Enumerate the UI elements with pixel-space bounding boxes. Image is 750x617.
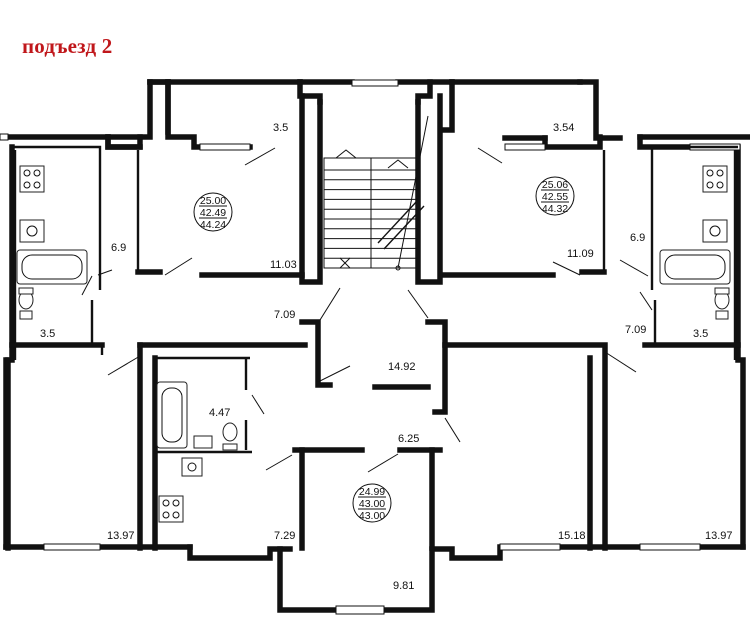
area-r-main-room: 11.09 [567, 248, 594, 260]
area-r-kitchen-top: 6.9 [630, 232, 645, 244]
area-hall-center: 6.25 [398, 433, 419, 445]
apt-right-living: 25.06 [542, 179, 568, 191]
area-r-upper-room: 3.54 [553, 122, 574, 134]
apt-right-total: 42.55 [542, 191, 568, 203]
area-landing: 14.92 [388, 361, 416, 373]
area-l-bath-top: 3.5 [40, 328, 55, 340]
apartment-markers: 25.00 42.49 44.24 25.06 42.55 44.32 24.9… [193, 176, 575, 523]
area-l-main-room: 11.03 [270, 259, 297, 271]
area-l-upper-room: 3.5 [273, 122, 288, 134]
apt-right-full: 44.32 [542, 203, 568, 215]
area-bottom-room-center: 9.81 [393, 580, 414, 592]
area-l-hall: 7.09 [274, 309, 295, 321]
apt-left-living: 25.00 [200, 195, 226, 207]
apt-center-full: 43.00 [359, 510, 385, 522]
area-r-hall: 7.09 [625, 324, 646, 336]
area-l-bottom-room: 13.97 [107, 530, 135, 542]
apt-right-marker: 25.06 42.55 44.32 [535, 176, 575, 216]
area-bath-center: 4.47 [209, 407, 230, 419]
apt-left-total: 42.49 [200, 207, 226, 219]
apt-center-total: 43.00 [359, 498, 385, 510]
door-swings [81, 147, 653, 473]
area-r-bath-top: 3.5 [693, 328, 708, 340]
room-area-labels: 3.5 3.54 6.9 6.9 3.5 3.5 11.03 11.09 7.0… [40, 122, 733, 592]
staircase [323, 115, 429, 271]
fixtures [16, 165, 731, 523]
entrance-title: подъезд 2 [22, 34, 113, 58]
apt-left-full: 44.24 [200, 219, 226, 231]
area-kitchen-center: 7.29 [274, 530, 295, 542]
area-r-edge-room: 13.97 [705, 530, 733, 542]
apt-center-living: 24.99 [359, 486, 385, 498]
area-r-bottom-room: 15.18 [558, 530, 586, 542]
apt-center-marker: 24.99 43.00 43.00 [352, 483, 392, 523]
apt-left-marker: 25.00 42.49 44.24 [193, 192, 233, 232]
interior-walls [5, 93, 741, 551]
area-l-kitchen-top: 6.9 [111, 242, 126, 254]
